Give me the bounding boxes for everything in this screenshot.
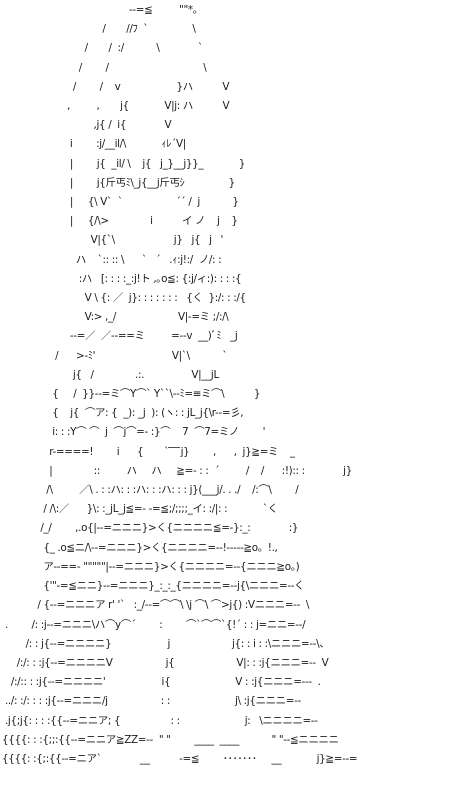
art-line: .j{;j{: : : :{{--=ニニア; { : : j: \ニニニニ=--: [2, 714, 318, 727]
art-line: i: : :Y⌒ ⌒ j ⌒j⌒=- :}⌒ 7 ⌒7=ミノ ': [2, 426, 266, 439]
art-line: /_/ ,.o{|--=ニニニ}>く{ニニニニ≦=-}:_: :}: [2, 522, 299, 535]
art-line: {{{{: : :{;;:{{--=ニニア≧ZZ=-- " " ____ ___…: [2, 733, 339, 746]
art-line: , , j{ V|j: ハ V: [2, 100, 230, 113]
art-line: | j{ _il/ \ j{ j_}__j}}_ }: [2, 157, 245, 170]
art-line: r-====! i { ` ̄ ̄ ̄ ̄j} , , j}≧=ミ _: [2, 445, 295, 458]
art-line: ../: :/: : : :j{--=ニニニ/j : : j\ :j{ニニニ=-…: [2, 695, 301, 708]
art-line: :ハ [: : : :_:j!ト ,｡o≦: {:j/ィ:): : : :{: [2, 272, 242, 285]
art-line: {{{{: :{;:{{--=ニア` __ -=≦ ･･･････ __ j}≧…: [2, 752, 358, 765]
art-line: i :j/__il/\ ｨﾚ´V|: [2, 138, 186, 151]
art-line: V:> ,_/ V|-=ミ ;/:/\: [2, 311, 229, 324]
art-line: | {/\> i イ ノ j }: [2, 215, 238, 228]
art-line: / / \: [2, 61, 207, 74]
art-line: | {\ V` ` ´´ / j }: [2, 196, 239, 209]
art-line: ,j{ / i{ V: [2, 119, 172, 132]
art-line: ア--==- """""|--=ニニニ}>く{ニニニニ=--{ニニニ≧o。): [2, 560, 300, 573]
ascii-art-figure: --=≦ ""*｡ / //ﾌ ` \ / / :/ \ ` / /: [2, 1, 358, 769]
art-line: / >-ﾐ' V|`\ `: [2, 349, 228, 362]
art-line: | :: ハ ハ ≧=- : : ´ / / :!):: : j}: [2, 464, 352, 477]
art-line: V|{`\ j} j{ j ': [2, 234, 224, 247]
art-line: / {--=ニニニア r' '` :_/--=⌒⌒\ \j ⌒\ ⌒>j{) :…: [2, 599, 310, 612]
art-line: /:/: : :j{--=ニニニニV j{ V|: : :j{ニニニ=-- V: [2, 656, 329, 669]
art-line: --=／ ／--==ミ =--v __)ﾞﾐ _j: [2, 330, 238, 343]
art-line: j{ / .:. V|__jL: [2, 368, 219, 381]
art-line: . /: :j--=ニニニ\ハ⌒y⌒´ : ⌒`⌒⌒`{!´ : : j=ニニ=…: [2, 618, 306, 631]
art-line: /:/:: : :j{--=ニニニニ' i{ V : :j{ニニニ=--- .: [2, 676, 321, 689]
art-line: /: : j{--=ニニニニ} j j{: : i : :\ニニニ=--\、: [2, 637, 330, 650]
art-line: / / :/ \ `: [2, 42, 203, 55]
art-line: V \ {: ／ j}: : : : : : : {く }:/: : :/{: [2, 292, 246, 305]
art-line: / / v }ハ V: [2, 80, 230, 93]
art-line: {_ .o≦ニ/\--=ニニニ}>く{ニニニニ=--!-----≧o。!.,: [2, 541, 278, 554]
art-line: { j{ ⌒ア: { _): _j ): (ヽ: : jL_j{\r--=彡,: [2, 407, 244, 420]
art-line: / //ﾌ ` \: [2, 23, 196, 36]
art-line: --=≦ ""*｡: [2, 4, 198, 16]
art-line: / /\:／ }\: :_jL_j≦=- -=≦;/;;;;_イ: :/|: :…: [2, 503, 278, 516]
art-line: {'"-=≦ニニ}--=ニニニ}_:_:_{ニニニニ=--j{\ニニニ=--く: [2, 580, 305, 593]
art-line: ハ `:: :: \ ` ´ .ｨ:j!:/ ノ/: :: [2, 253, 222, 266]
art-line: { / }}--=ミ⌒Y⌒` Y``\--ﾐ=≡ミ⌒\ }: [2, 388, 261, 401]
art-line: /\ ／\ . : :ハ: : :ハ: : :ハ: : : j}(___j/. …: [2, 484, 299, 497]
art-line: | j{斤丐ﾐ\_j{__j斤丐ｼ }: [2, 176, 235, 189]
